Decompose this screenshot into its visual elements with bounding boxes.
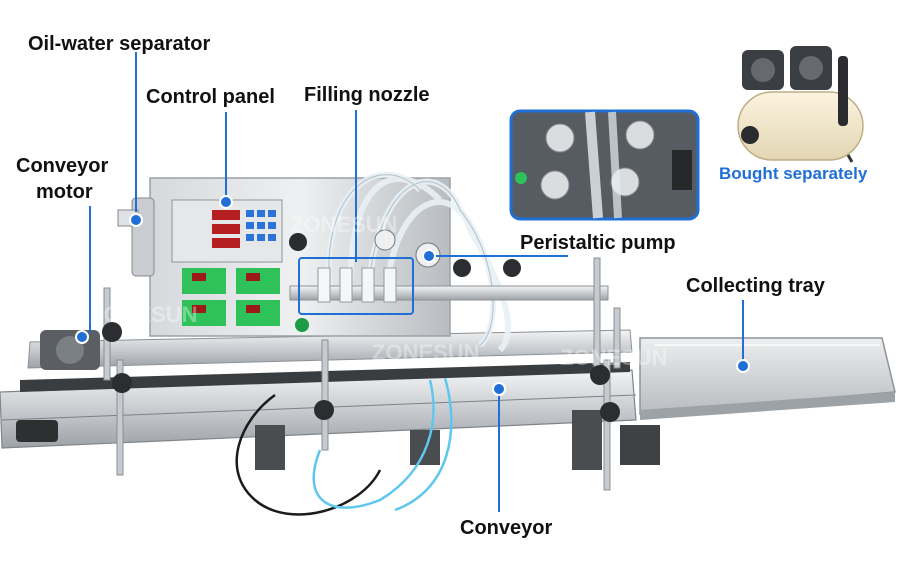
conveyor-frame: [0, 329, 660, 470]
label-bought-separately: Bought separately: [719, 164, 868, 183]
callout-dot-icon: [492, 382, 506, 396]
label-collecting-tray: Collecting tray: [686, 275, 825, 297]
label-oil-water-separator: Oil-water separator: [28, 33, 211, 55]
label-filling-nozzle: Filling nozzle: [304, 84, 430, 106]
watermark: ZONESUN: [90, 302, 198, 327]
callout-dot-icon: [219, 195, 233, 209]
label-conveyor-motor-line1: Conveyor: [16, 155, 109, 177]
callout-dot-icon: [75, 330, 89, 344]
label-conveyor: Conveyor: [460, 517, 553, 539]
label-control-panel: Control panel: [146, 86, 275, 108]
nozzle-bar: [289, 267, 609, 303]
collecting-tray: [639, 337, 896, 420]
label-peristaltic-pump: Peristaltic pump: [520, 232, 676, 254]
callout-dot-icon: [736, 359, 750, 373]
leader-lines: [89, 52, 744, 512]
photo-sensor: [16, 420, 58, 442]
watermark: ZONESUN: [560, 345, 668, 370]
peristaltic-pump-closeup: [509, 109, 700, 221]
callout-dot-icon: [422, 249, 436, 263]
air-hoses: [235, 377, 453, 516]
watermark: ZONESUN: [290, 212, 398, 237]
label-conveyor-motor-line2: motor: [36, 181, 93, 203]
green-modules: [182, 268, 280, 326]
callout-dot-icon: [129, 213, 143, 227]
air-compressor-icon: [737, 46, 864, 163]
watermark: ZONESUN: [372, 340, 480, 365]
